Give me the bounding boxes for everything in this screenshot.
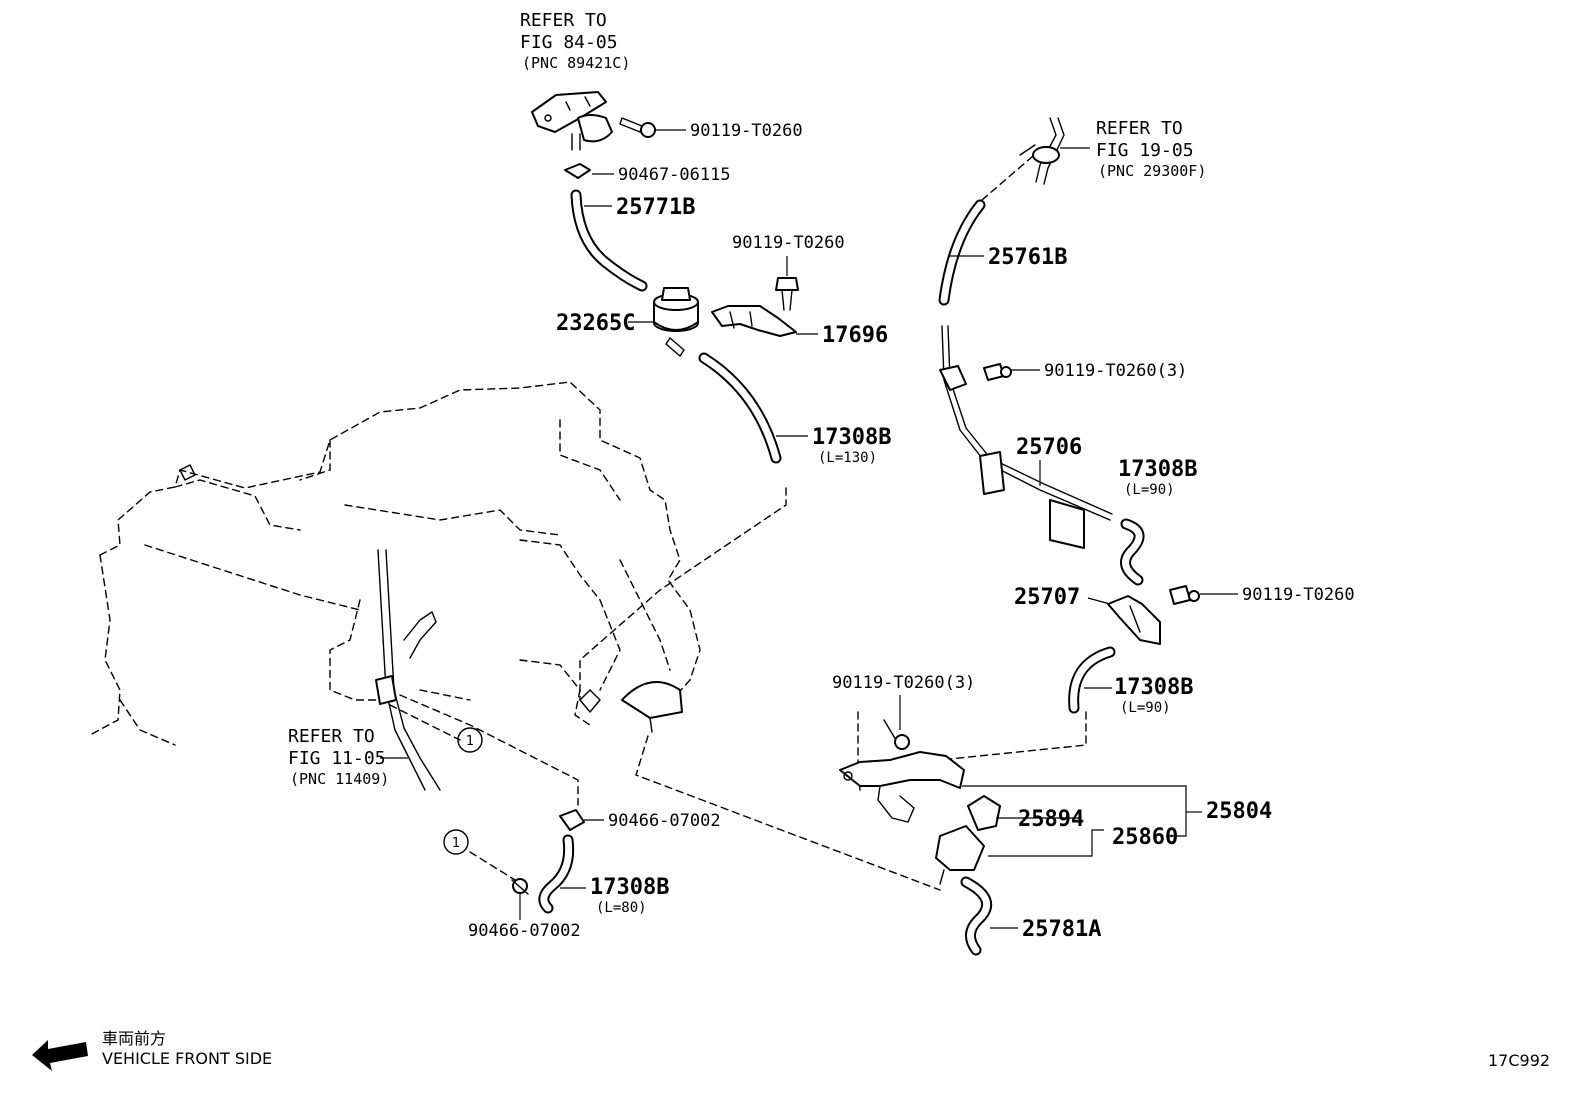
hose-25761b — [938, 199, 986, 306]
bracket-25804 — [839, 751, 965, 823]
bolt-90119-top-icon — [619, 117, 656, 138]
vacuum-filter-23265c — [653, 287, 699, 357]
label-17308b-d: 17308B — [590, 875, 669, 900]
label-90119-top: 90119-T0260 — [690, 121, 803, 141]
bolt-90119-x3-right-icon — [983, 363, 1012, 381]
ref-fig11-line2: FIG 11-05 — [288, 748, 386, 769]
label-90466-b: 90466-07002 — [468, 921, 581, 941]
pressure-sensor — [531, 91, 613, 151]
reference-fig84: REFER TO FIG 84-05 (PNC 89421C) — [520, 10, 630, 72]
label-25707: 25707 — [1014, 585, 1080, 610]
marker-circle-1-b: 1 — [443, 829, 469, 855]
ref-fig19-line3: (PNC 29300F) — [1098, 162, 1206, 180]
engine-outline — [89, 381, 701, 746]
clip-90466-a-icon — [559, 809, 585, 831]
bracket-17696 — [711, 305, 797, 337]
hose-17308b-l90-upper — [1120, 518, 1145, 586]
connection-lines — [389, 149, 1187, 891]
label-17308b-b-length: (L=90) — [1124, 482, 1175, 498]
ref-fig84-line2: FIG 84-05 — [520, 32, 618, 53]
ref-fig84-line1: REFER TO — [520, 10, 607, 31]
pipe-25706 — [939, 325, 1113, 549]
dipstick-tube — [375, 549, 441, 791]
reference-fig19: REFER TO FIG 19-05 (PNC 29300F) — [1096, 118, 1206, 180]
ref-fig11-line1: REFER TO — [288, 726, 375, 747]
label-90119-x3-lower: 90119-T0260(3) — [832, 673, 975, 693]
bolt-90119-mid-icon — [775, 277, 799, 311]
fitting-29300f — [1019, 117, 1065, 185]
figure-code: 17C992 — [1488, 1051, 1550, 1070]
reference-fig11: REFER TO FIG 11-05 (PNC 11409) — [288, 726, 389, 788]
clip-90467-icon — [564, 163, 591, 179]
bracket-25707 — [1107, 595, 1161, 645]
ref-fig11-line3: (PNC 11409) — [290, 770, 389, 788]
vsv-25860 — [935, 795, 1001, 885]
ref-fig84-line3: (PNC 89421C) — [522, 54, 630, 72]
label-25706: 25706 — [1016, 435, 1082, 460]
marker-circle-1-a: 1 — [457, 727, 483, 753]
hose-17308b-l80 — [538, 834, 575, 914]
label-90466-a: 90466-07002 — [608, 811, 721, 831]
vehicle-front-indicator: 車両前方 VEHICLE FRONT SIDE — [32, 1029, 272, 1071]
svg-text:1: 1 — [452, 836, 460, 851]
label-17308b-a: 17308B — [812, 425, 891, 450]
front-arrow-icon — [32, 1040, 88, 1071]
label-25860: 25860 — [1112, 825, 1178, 850]
direction-label-jp: 車両前方 — [102, 1029, 166, 1048]
label-17308b-b: 17308B — [1118, 457, 1197, 482]
label-90119-right: 90119-T0260 — [1242, 585, 1355, 605]
label-17308b-d-length: (L=80) — [596, 900, 647, 916]
engine-vsv — [579, 681, 683, 733]
clip-90466-b-icon — [511, 878, 529, 895]
leader-lines — [380, 129, 1238, 929]
label-90467: 90467-06115 — [618, 165, 731, 185]
label-90119-x3-right: 90119-T0260(3) — [1044, 361, 1187, 381]
svg-text:1: 1 — [466, 734, 474, 749]
label-17308b-a-length: (L=130) — [818, 450, 877, 466]
direction-label-en: VEHICLE FRONT SIDE — [102, 1049, 272, 1068]
label-17308b-c-length: (L=90) — [1120, 700, 1171, 716]
bolt-90119-right-icon — [1169, 585, 1200, 605]
label-25804: 25804 — [1206, 799, 1272, 824]
label-17308b-c: 17308B — [1114, 675, 1193, 700]
ref-fig19-line1: REFER TO — [1096, 118, 1183, 139]
hose-25771b — [570, 189, 648, 292]
hose-17308b-l90-lower — [1068, 646, 1116, 714]
hose-25781a — [960, 876, 993, 956]
ref-fig19-line2: FIG 19-05 — [1096, 140, 1194, 161]
label-25894: 25894 — [1018, 807, 1084, 832]
label-23265c: 23265C — [556, 311, 635, 336]
bolt-90119-x3-lower-icon — [883, 719, 910, 750]
label-90119-mid: 90119-T0260 — [732, 233, 845, 253]
label-25781a: 25781A — [1022, 917, 1101, 942]
label-25771b: 25771B — [616, 195, 695, 220]
hose-17308b-l130 — [698, 352, 782, 464]
label-25761b: 25761B — [988, 245, 1067, 270]
label-17696: 17696 — [822, 323, 888, 348]
